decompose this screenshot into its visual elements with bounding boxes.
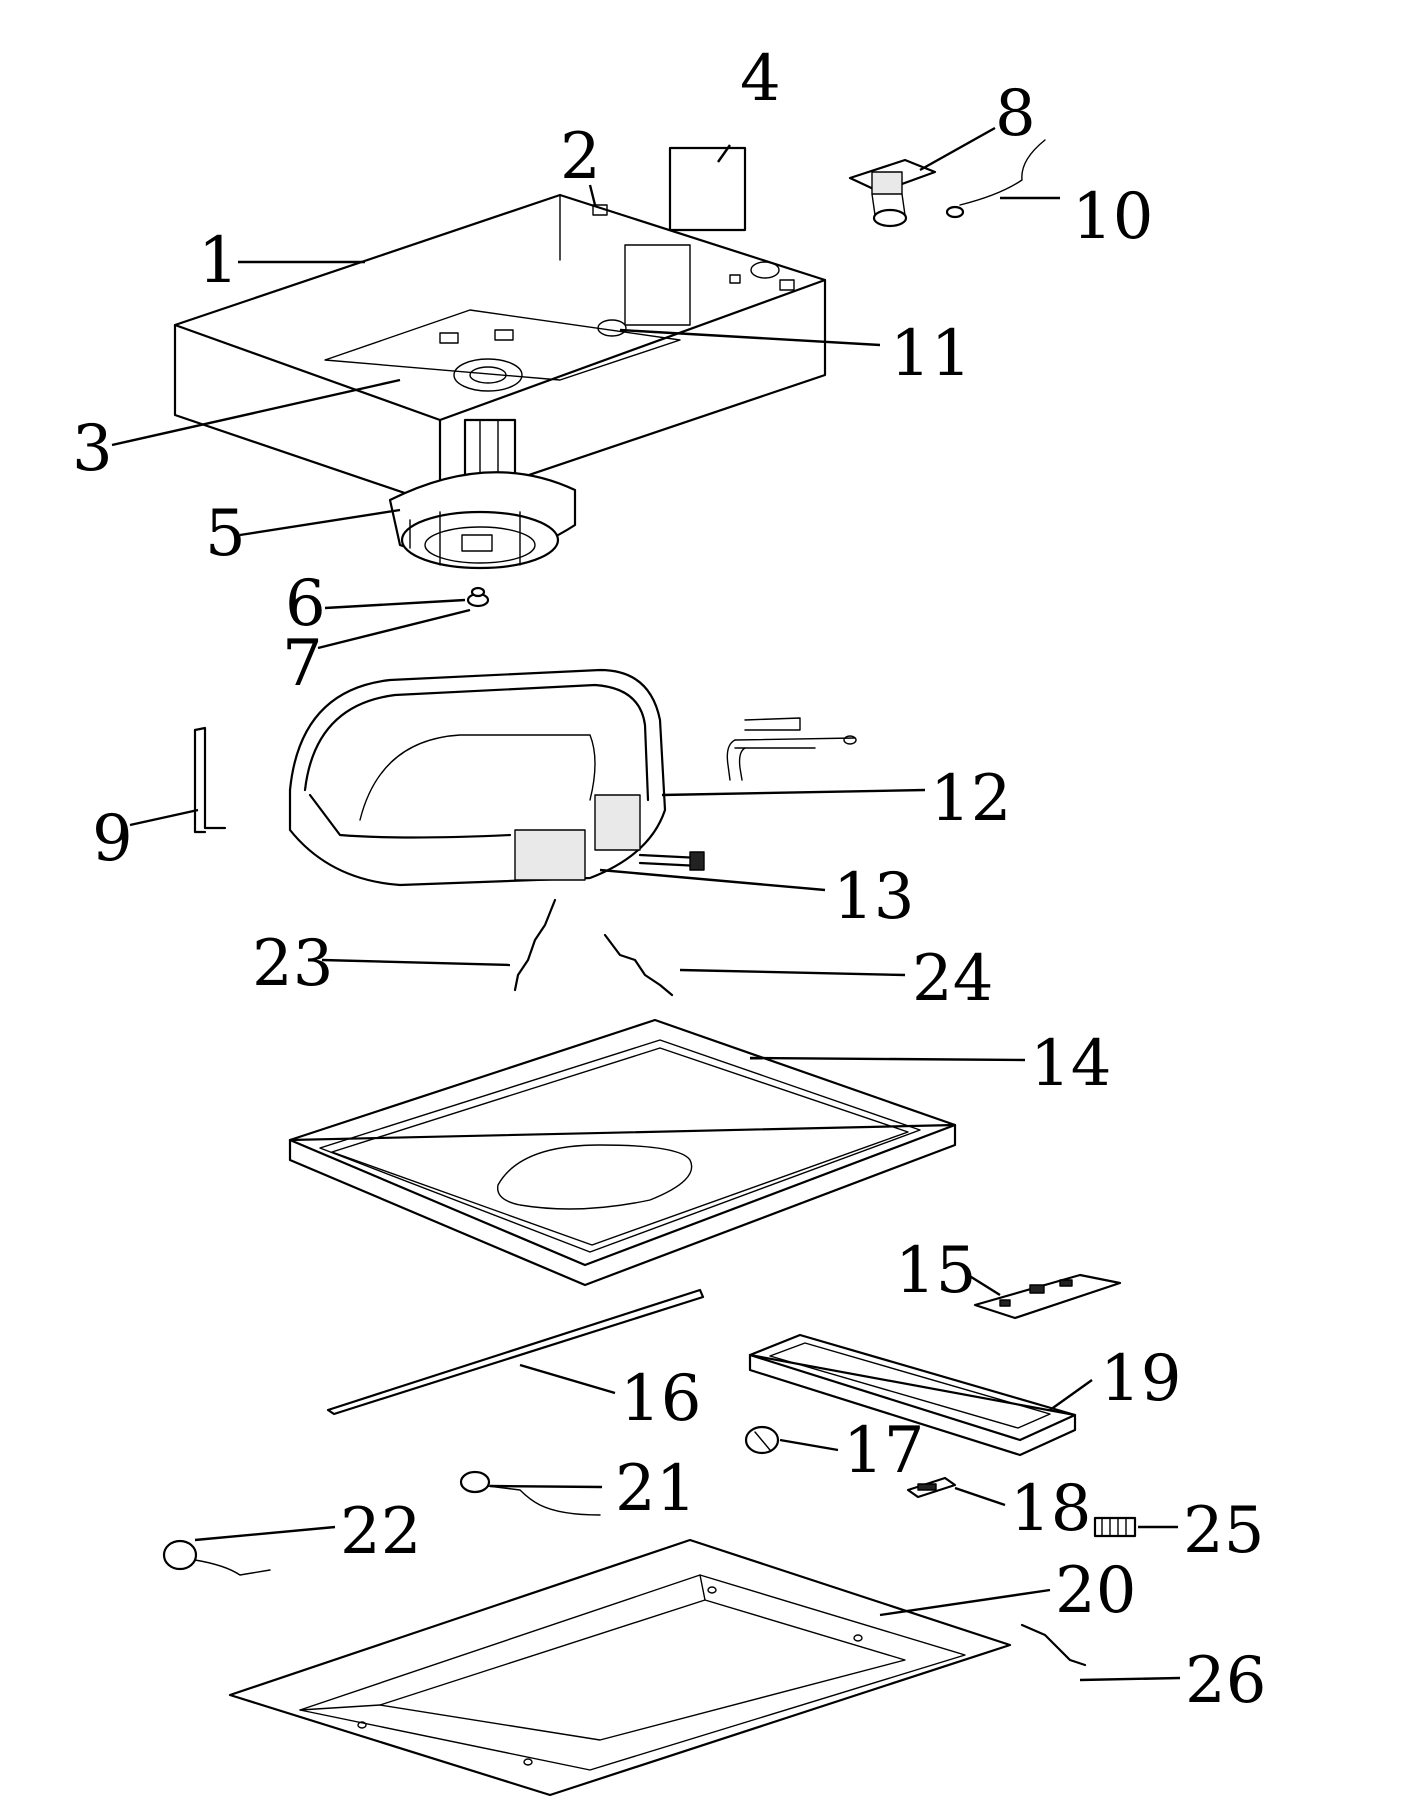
part-17-sensor — [744, 1425, 780, 1455]
label-part-5: 5 — [205, 497, 246, 571]
part-26-wire — [1020, 1623, 1087, 1667]
part-22-motor — [162, 1539, 271, 1576]
label-part-17: 17 — [843, 1414, 924, 1488]
label-part-8: 8 — [995, 77, 1036, 151]
part-21-swing-motor — [459, 1470, 601, 1516]
part-8-drain-pump — [848, 158, 937, 228]
label-part-6: 6 — [285, 567, 326, 641]
part-4-plate — [668, 146, 747, 232]
part-20-grille-frame — [228, 1538, 1012, 1797]
label-part-3: 3 — [72, 412, 113, 486]
part-labels: 1 2 3 4 5 6 7 8 9 10 11 12 13 23 24 14 1… — [72, 42, 1266, 1718]
part-18-connector — [906, 1476, 957, 1499]
label-part-23: 23 — [252, 927, 333, 1001]
part-16-strip — [326, 1288, 705, 1416]
part-1-box-housing — [173, 193, 827, 507]
part-10-sensor-wire — [945, 139, 1046, 219]
label-part-4: 4 — [740, 42, 781, 116]
label-part-20: 20 — [1055, 1554, 1136, 1628]
part-9-bracket — [193, 726, 227, 834]
label-part-26: 26 — [1185, 1644, 1266, 1718]
part-14-panel — [288, 1018, 957, 1287]
part-12-heat-exchanger — [288, 668, 857, 887]
label-part-1: 1 — [198, 224, 239, 298]
part-23-24-wires — [513, 898, 674, 997]
leader-lines — [111, 126, 1181, 1682]
label-part-2: 2 — [560, 120, 601, 194]
label-part-9: 9 — [92, 802, 133, 876]
label-part-25: 25 — [1183, 1494, 1264, 1568]
label-part-13: 13 — [833, 860, 914, 934]
part-19-tray — [748, 1333, 1077, 1457]
label-part-7: 7 — [282, 627, 323, 701]
label-part-18: 18 — [1010, 1472, 1091, 1546]
part-6-7-nut-washer — [466, 586, 490, 608]
label-part-12: 12 — [930, 762, 1011, 836]
label-part-10: 10 — [1072, 180, 1153, 254]
label-part-24: 24 — [912, 942, 993, 1016]
label-part-19: 19 — [1100, 1342, 1181, 1416]
label-part-14: 14 — [1030, 1027, 1111, 1101]
part-25-terminal-block — [1093, 1516, 1137, 1538]
label-part-11: 11 — [890, 317, 971, 391]
label-part-15: 15 — [895, 1234, 976, 1308]
label-part-21: 21 — [615, 1452, 696, 1526]
part-5-blower-fan — [388, 418, 577, 570]
part-15-control-board — [973, 1273, 1122, 1320]
label-part-16: 16 — [620, 1362, 701, 1436]
label-part-22: 22 — [340, 1495, 421, 1569]
